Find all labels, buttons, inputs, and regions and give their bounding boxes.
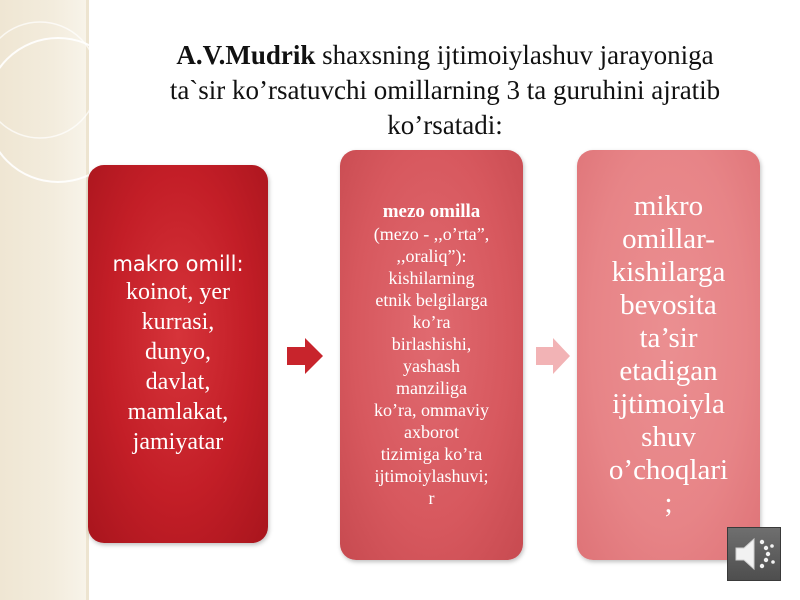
micro-line: ta’sir <box>639 322 698 354</box>
meso-body: (mezo - ,,o’rta”, ,,oraliq”): kishilarni… <box>374 223 489 509</box>
meso-line: manziliga <box>396 378 467 398</box>
speaker-icon[interactable] <box>727 527 781 581</box>
meso-line: yashash <box>403 356 460 376</box>
meso-line: birlashishi, <box>391 334 472 354</box>
meso-line: (mezo - ,,o’rta”, <box>373 224 490 244</box>
micro-body: mikro omillar- kishilarga bevosita ta’si… <box>601 190 736 520</box>
macro-line: jamiyatar <box>132 429 224 455</box>
meso-line: ,,oraliq”): <box>396 246 467 266</box>
micro-line: ijtimoiyla <box>612 388 725 420</box>
micro-line: bevosita <box>620 289 717 321</box>
left-decorative-strip <box>0 0 88 600</box>
macro-line: dunyo, <box>144 339 211 365</box>
macro-line: kurrasi, <box>141 309 215 335</box>
micro-line: kishilarga <box>611 256 726 288</box>
title-line1-rest: shaxsning ijtimoiylashuv jarayoniga <box>315 40 714 70</box>
title-line2: ta`sir ko’rsatuvchi omillarning 3 ta gur… <box>169 75 721 105</box>
meso-heading: mezo omilla <box>382 201 481 222</box>
meso-line: etnik belgilarga <box>375 290 488 310</box>
micro-line: shuv <box>641 421 696 453</box>
macro-factors-box: makro omill: koinot, yer kurrasi, dunyo,… <box>88 165 268 543</box>
micro-line: mikro <box>633 190 704 222</box>
micro-factors-box: mikro omillar- kishilarga bevosita ta’si… <box>577 150 760 560</box>
meso-line: kishilarning <box>388 268 475 288</box>
decorative-circles <box>0 21 131 183</box>
macro-body: koinot, yer kurrasi, dunyo, davlat, maml… <box>126 277 230 457</box>
meso-factors-box: mezo omilla (mezo - ,,o’rta”, ,,oraliq”)… <box>340 150 523 560</box>
macro-line: davlat, <box>145 369 211 395</box>
right-arrow-icon <box>536 338 570 374</box>
right-arrow-icon <box>287 338 323 374</box>
title-author: A.V.Mudrik <box>176 40 316 70</box>
meso-line: r <box>428 488 435 508</box>
meso-line: ko’ra, ommaviy <box>374 400 489 420</box>
meso-line: axborot <box>404 422 459 442</box>
micro-line: omillar- <box>622 223 715 255</box>
left-strip-edge <box>86 0 89 600</box>
micro-line: o’choqlari <box>608 454 729 486</box>
micro-line: etadigan <box>619 355 718 387</box>
micro-line: ; <box>664 487 673 519</box>
meso-line: tizimiga ko’ra <box>380 444 483 464</box>
macro-line: koinot, yer <box>126 279 230 305</box>
slide-title: A.V.Mudrik shaxsning ijtimoiylashuv jara… <box>100 38 790 143</box>
meso-line: ko’ra <box>412 312 451 332</box>
title-line3: ko’rsatadi: <box>387 110 503 140</box>
meso-content: mezo omilla (mezo - ,,o’rta”, ,,oraliq”)… <box>364 201 499 509</box>
macro-heading: makro omill: <box>112 252 244 276</box>
macro-line: mamlakat, <box>127 399 229 425</box>
meso-line: ijtimoiylashuvi; <box>374 466 489 486</box>
